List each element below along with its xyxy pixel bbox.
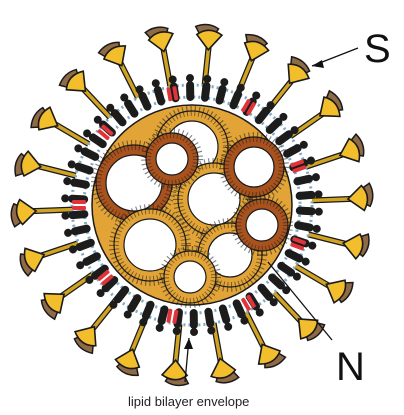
membrane-protein-icon [190, 309, 198, 336]
envelope-label: lipid bilayer envelope [128, 394, 249, 409]
spike-label: S [364, 27, 391, 71]
membrane-protein-icon [186, 74, 194, 101]
spike-pointer-arrowhead [312, 60, 324, 68]
nucleocapsid-coil-icon [164, 251, 216, 303]
envelope-pointer-arrowhead [184, 338, 193, 349]
nucleocapsid [92, 105, 292, 305]
nucleocapsid-coil-icon [224, 137, 284, 197]
nucleocapsid-label: N [336, 345, 365, 389]
nucleocapsid-coil-icon [236, 199, 288, 251]
nucleocapsid-coil-icon [146, 133, 198, 185]
membrane-protein-icon [296, 206, 323, 215]
